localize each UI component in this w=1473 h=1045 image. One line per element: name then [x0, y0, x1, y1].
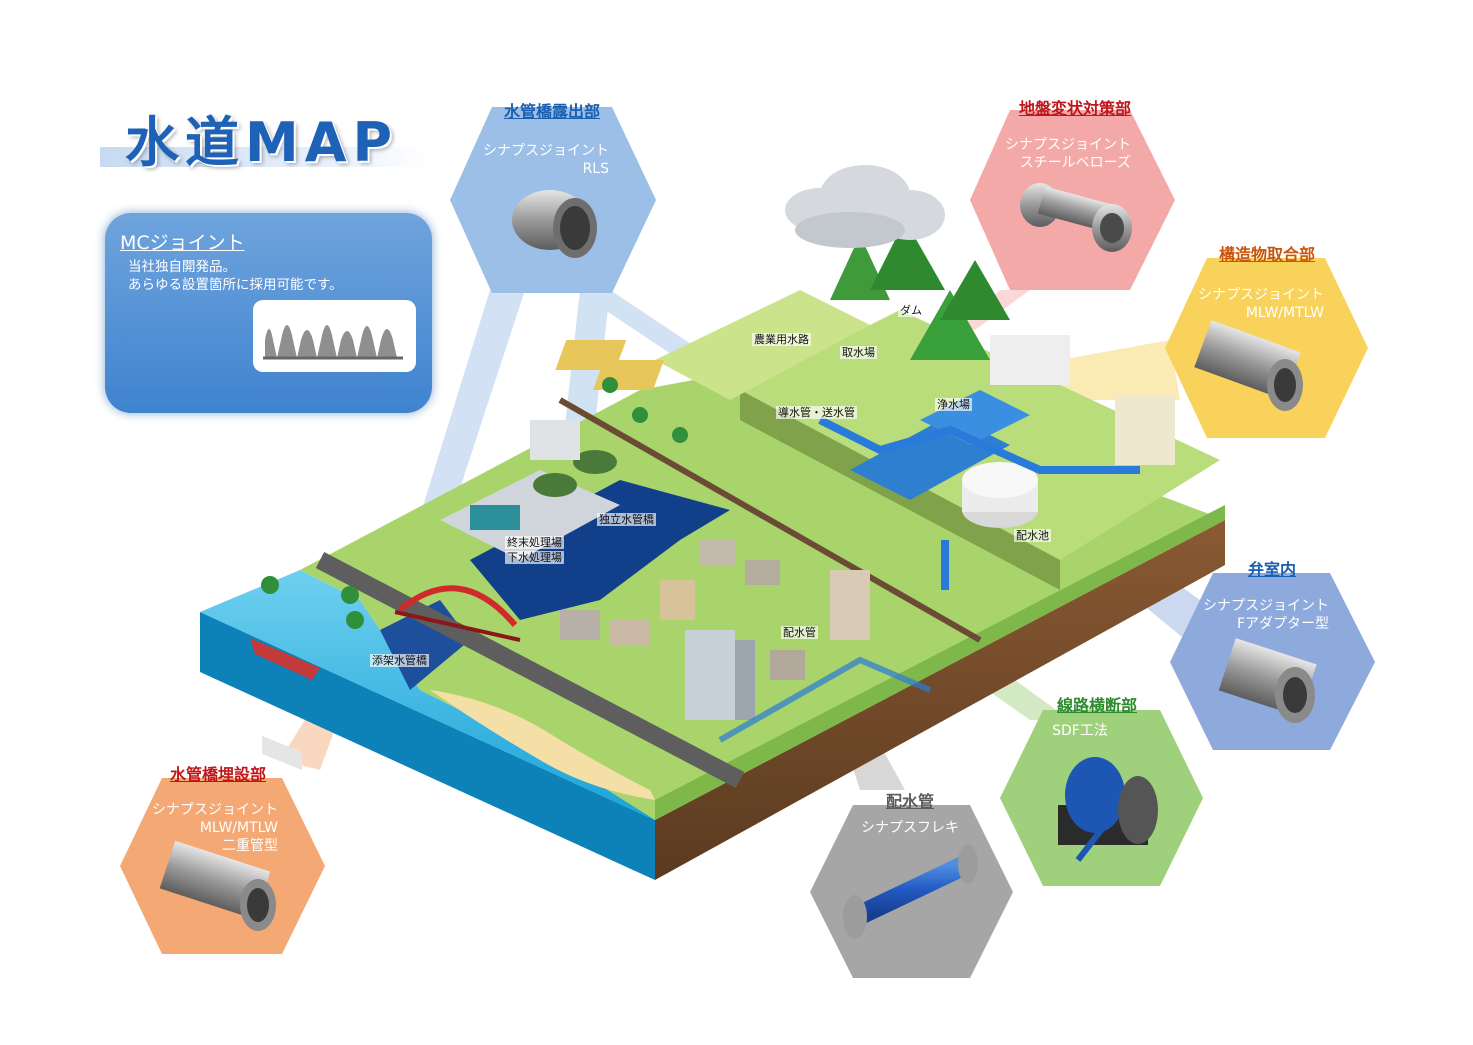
product-line: RLS: [582, 161, 609, 177]
mlw-joint-icon: [1194, 320, 1303, 411]
product-line: MLW/MTLW: [199, 820, 278, 836]
mc-joint-description-line1: 当社独自開発品。: [128, 259, 236, 275]
page-title: 水道MAP: [125, 111, 399, 174]
category-title-rail-crossing[interactable]: 線路横断部: [1056, 696, 1138, 715]
product-line: 二重管型: [222, 838, 278, 854]
place-label-dam: ダム: [898, 304, 924, 317]
place-label-purification: 浄水場: [935, 398, 972, 411]
product-line: シナプスジョイント: [483, 143, 609, 159]
f-adapter-icon: [1218, 638, 1317, 723]
place-label-terminal-plant: 終末処理場: [505, 536, 564, 549]
soil-cross-section: [655, 520, 1225, 880]
trees: [261, 377, 688, 629]
railway: [558, 397, 982, 643]
product-line: SDF工法: [1052, 723, 1108, 739]
hex-text-ground-change: シナプスジョイント スチールベローズ: [1005, 136, 1131, 172]
product-line: シナプスジョイント: [1203, 598, 1329, 614]
sewage-plant: [440, 470, 620, 560]
place-label-sewage-plant: 下水処理場: [505, 551, 564, 564]
hose-reel-icon: [1058, 757, 1158, 862]
hex-text-bridge-exposed: シナプスジョイント RLS: [483, 142, 609, 178]
mountains: [830, 220, 1010, 360]
category-title-bridge-buried[interactable]: 水管橋埋設部: [169, 765, 267, 784]
sea-cross-section: [200, 612, 655, 880]
category-title-bridge-exposed[interactable]: 水管橋露出部: [503, 102, 601, 121]
mc-joint-description-line2: あらゆる設置箇所に採用可能です。: [128, 277, 343, 293]
product-line: シナプスジョイント: [152, 802, 278, 818]
beach: [430, 690, 655, 800]
place-label-attached-bridge: 添架水管橋: [370, 654, 429, 667]
mc-joint-description: 当社独自開発品。 あらゆる設置箇所に採用可能です。: [128, 258, 343, 294]
arch-bridge: [398, 585, 518, 627]
cloud: [785, 165, 945, 248]
product-line: シナプスフレキ: [861, 820, 959, 836]
title-underline: [100, 147, 430, 167]
category-title-valve-room[interactable]: 弁室内: [1247, 560, 1297, 579]
product-line: MLW/MTLW: [1245, 305, 1324, 321]
category-title-structure-joint[interactable]: 構造物取合部: [1218, 245, 1316, 264]
water-pipeline: [818, 416, 1140, 474]
hex-text-rail-crossing: SDF工法: [1052, 722, 1108, 740]
city-blocks: [530, 335, 1175, 720]
place-label-conduit: 導水管・送水管: [776, 406, 857, 419]
steel-bellows-icon: [1020, 183, 1132, 252]
category-title-distribution-pipe[interactable]: 配水管: [885, 792, 935, 811]
hex-text-distribution-pipe: シナプスフレキ: [861, 819, 959, 837]
place-label-intake: 取水場: [840, 346, 877, 359]
product-line: Fアダプター型: [1236, 616, 1329, 632]
double-pipe-joint-icon: [159, 840, 276, 931]
road: [315, 552, 745, 788]
mc-joint-title[interactable]: MCジョイント: [120, 232, 245, 254]
product-line: シナプスジョイント: [1005, 137, 1131, 153]
hex-text-bridge-buried: シナプスジョイント MLW/MTLW 二重管型: [152, 801, 278, 855]
mc-joint-cross-section-bubble: [253, 300, 416, 372]
hex-text-valve-room: シナプスジョイント Fアダプター型: [1203, 597, 1329, 633]
place-label-farm-canal: 農業用水路: [752, 333, 811, 346]
category-title-ground-change[interactable]: 地盤変状対策部: [1018, 99, 1132, 118]
bellows-cross-section-icon: [263, 325, 403, 360]
product-line: スチールベローズ: [1019, 155, 1131, 171]
ship: [250, 638, 320, 771]
product-line: シナプスジョイント: [1198, 287, 1324, 303]
place-label-distribution-pipe: 配水管: [781, 626, 818, 639]
flexible-pipe-icon: [843, 844, 978, 939]
rls-joint-icon: [512, 190, 597, 258]
place-label-independent-bridge: 独立水管橋: [597, 513, 656, 526]
hex-text-structure-joint: シナプスジョイント MLW/MTLW: [1198, 286, 1324, 322]
place-label-reservoir: 配水池: [1014, 529, 1051, 542]
river: [470, 480, 730, 620]
